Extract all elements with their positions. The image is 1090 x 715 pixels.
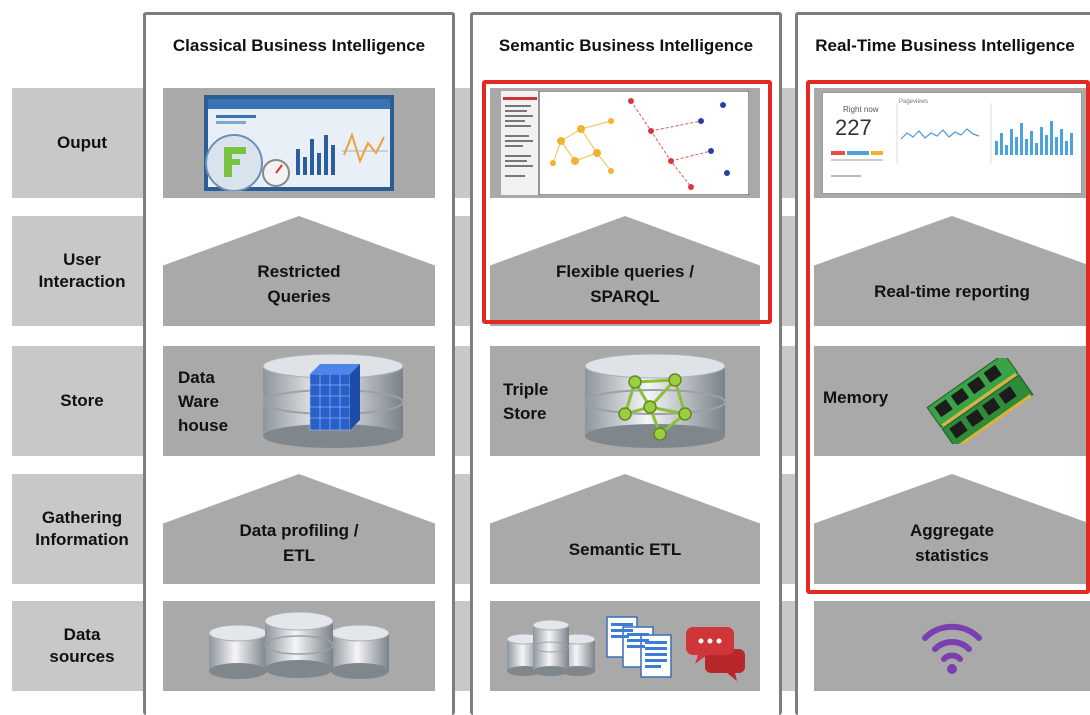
realtime-now-title: Right now — [843, 105, 879, 114]
realtime-gathering-label: Aggregate statistics — [909, 521, 995, 565]
column-title-realtime: Real-Time Business Intelligence — [815, 36, 1075, 55]
semantic-interaction-label: Flexible queries / SPARQL — [556, 262, 694, 306]
row-label-gathering: Gathering Information — [35, 507, 129, 549]
classical-sources-cell — [163, 601, 435, 691]
realtime-chart-title: Pageviews — [899, 99, 929, 105]
row-label-store: Store — [60, 390, 104, 410]
realtime-now-value: 227 — [835, 115, 872, 140]
row-label-interaction: User Interaction — [38, 249, 126, 291]
database-graph-icon — [584, 353, 726, 448]
realtime-sources-cell — [814, 601, 1090, 691]
database-cube-icon — [262, 353, 404, 448]
column-title-classical: Classical Business Intelligence — [172, 36, 426, 55]
graph-explorer-screenshot — [501, 91, 749, 195]
classical-gathering-label: Data profiling / ETL — [239, 521, 359, 565]
chat-bubbles-icon — [686, 627, 745, 681]
wireless-icon — [922, 623, 982, 674]
row-label-sources: Data sources — [49, 624, 115, 666]
classical-output-cell — [163, 88, 435, 198]
database-stack-icon — [208, 611, 390, 679]
classical-interaction-label: Restricted Queries — [257, 262, 341, 306]
dashboard-screenshot — [204, 95, 394, 191]
realtime-analytics-screenshot: Right now 227 Pageviews — [822, 92, 1082, 194]
semantic-sources-cell — [490, 601, 760, 691]
semantic-gathering-label: Semantic ETL — [568, 540, 682, 559]
realtime-sparkline — [831, 103, 1073, 177]
realtime-interaction-label: Real-time reporting — [874, 282, 1030, 301]
semantic-store-label: Triple Store — [503, 380, 549, 423]
database-stack-icon — [506, 619, 596, 676]
row-label-output: Ouput — [56, 132, 108, 152]
realtime-store-label: Memory — [823, 388, 889, 407]
semantic-highlight-box — [482, 80, 772, 324]
realtime-output-cell: Right now 227 Pageviews — [814, 88, 1090, 198]
documents-icon — [606, 616, 672, 678]
memory-modules-icon — [926, 358, 1034, 444]
realtime-highlight-box — [806, 80, 1090, 594]
classical-store-label: Data Ware house — [178, 368, 229, 435]
semantic-output-cell — [490, 88, 760, 198]
column-title-semantic: Semantic Business Intelligence — [498, 36, 754, 55]
